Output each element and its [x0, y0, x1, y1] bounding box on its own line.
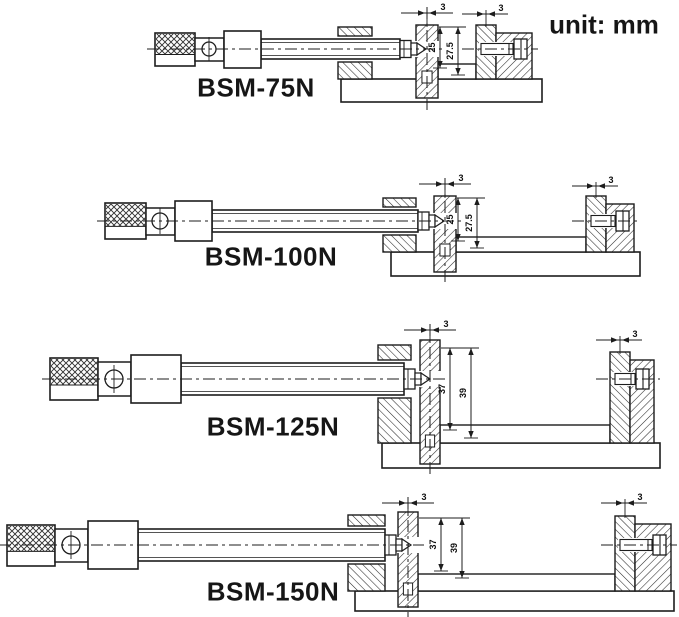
drawing-bsm-100n: 3 3 25 27.5 — [97, 173, 641, 284]
dimensions: 3 3 37 39 — [382, 492, 647, 579]
dimension-value: 3 — [443, 319, 448, 329]
dimension-value: 3 — [637, 492, 642, 502]
dimension-value: 3 — [421, 492, 426, 502]
micrometer-head — [6, 520, 413, 570]
dimension-value: 27.5 — [445, 42, 455, 60]
stand — [377, 339, 661, 469]
dimension-value: 39 — [458, 388, 468, 398]
dimension-value: 37 — [428, 539, 438, 549]
model-label-bsm-125n: BSM-125N — [206, 411, 340, 442]
model-label-bsm-75n: BSM-75N — [197, 72, 315, 103]
stand — [382, 195, 641, 277]
drawing-bsm-75n: 3 3 25 27.5 — [147, 2, 543, 110]
model-label-bsm-100n: BSM-100N — [204, 241, 338, 272]
dimensions: 3 3 25 27.5 — [401, 2, 508, 76]
dimension-value: 25 — [427, 42, 437, 52]
dimension-value: 3 — [632, 329, 637, 339]
dimension-value: 3 — [458, 173, 463, 183]
dimension-value: 39 — [449, 543, 459, 553]
dimension-value: 3 — [498, 3, 503, 13]
dimensions: 3 3 25 27.5 — [419, 173, 618, 249]
drawing-bsm-150n: 3 3 37 39 — [0, 492, 677, 617]
stand — [347, 511, 675, 612]
drawing-bsm-125n: 3 3 37 39 — [42, 319, 661, 476]
model-label-bsm-150n: BSM-150N — [206, 576, 340, 607]
dimension-value: 37 — [437, 384, 447, 394]
dimension-value: 3 — [440, 2, 445, 12]
dimension-value: 27.5 — [464, 214, 474, 232]
dimensions: 3 3 37 39 — [404, 319, 642, 439]
unit-label: unit: mm — [549, 9, 659, 40]
dimension-value: 3 — [608, 175, 613, 185]
dimension-value: 25 — [445, 214, 455, 224]
